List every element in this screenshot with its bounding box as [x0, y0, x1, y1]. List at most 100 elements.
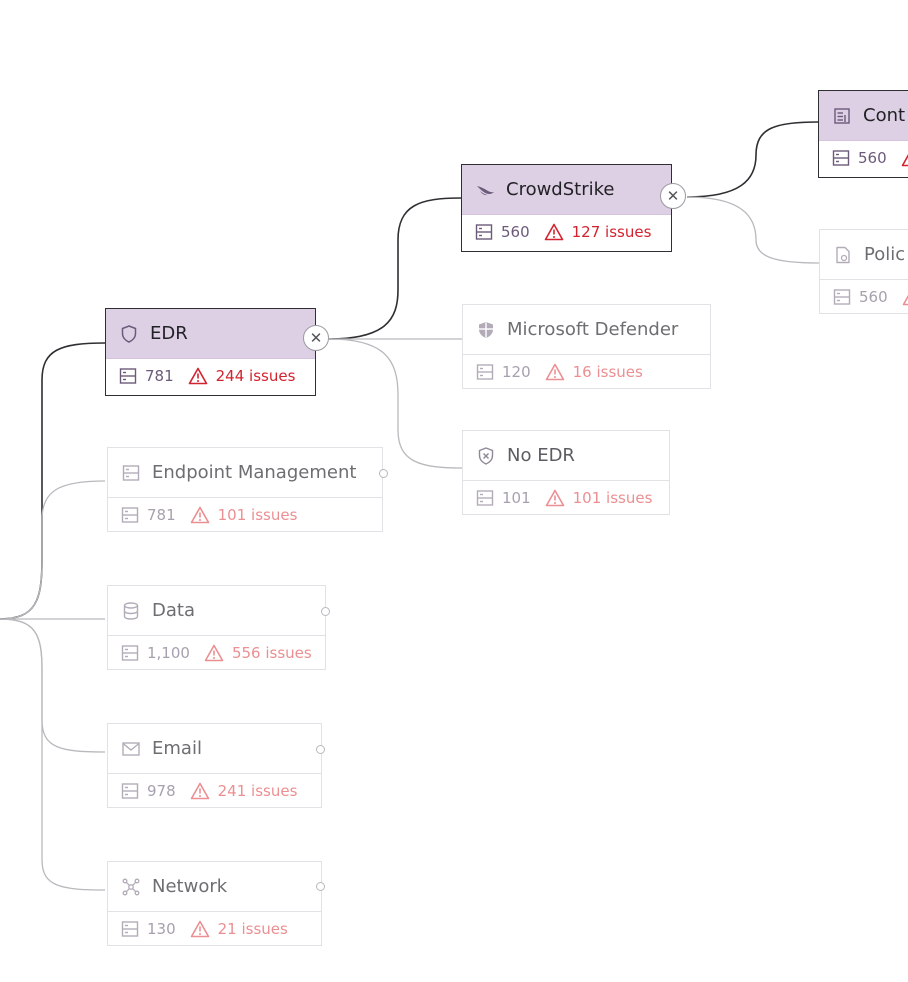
node-header: Network: [108, 862, 321, 912]
warning-icon: [190, 781, 210, 801]
node-endpoint-management[interactable]: Endpoint Management 781 101 issues: [107, 447, 383, 532]
asset-count: 130: [147, 920, 176, 938]
node-network[interactable]: Network 130 21 issues: [107, 861, 322, 946]
server-icon: [832, 149, 850, 167]
asset-count: 978: [147, 782, 176, 800]
shield-x-icon: [476, 446, 496, 466]
expand-port[interactable]: [379, 469, 388, 478]
issue-count[interactable]: 101 issues: [572, 489, 653, 507]
node-edr[interactable]: EDR 781 244 issues: [105, 308, 316, 396]
node-crowdstrike[interactable]: CrowdStrike 560 127 issues: [461, 164, 672, 252]
node-microsoft-defender[interactable]: Microsoft Defender 120 16 issues: [462, 304, 711, 389]
warning-icon: [902, 287, 908, 307]
node-title: Microsoft Defender: [507, 319, 679, 340]
asset-count: 560: [858, 149, 887, 167]
link-root-email: [0, 618, 106, 753]
node-header: Endpoint Management: [108, 448, 382, 498]
expand-port[interactable]: [316, 745, 325, 754]
database-icon: [121, 601, 141, 621]
link-root-endpoint-management: [0, 480, 106, 620]
node-title: Cont: [863, 105, 906, 126]
node-header: Polic: [820, 230, 908, 280]
warning-icon: [204, 643, 224, 663]
node-title: EDR: [150, 323, 188, 344]
server-icon: [476, 489, 494, 507]
issue-count[interactable]: 21 issues: [217, 920, 288, 938]
shield-icon: [119, 324, 139, 344]
issue-count[interactable]: 244 issues: [215, 367, 296, 385]
warning-icon: [188, 366, 208, 386]
link-crowdstrike-cont: [686, 121, 819, 198]
collapse-crowdstrike-button[interactable]: ✕: [660, 183, 686, 209]
asset-count: 101: [502, 489, 531, 507]
node-stats: 560 127 issues: [462, 215, 671, 249]
node-stats: 101 101 issues: [463, 481, 669, 515]
link-crowdstrike-polic: [686, 196, 820, 264]
node-header: Data: [108, 586, 325, 636]
issue-count[interactable]: 241 issues: [217, 782, 298, 800]
warning-icon: [545, 488, 565, 508]
node-header: Email: [108, 724, 321, 774]
server-icon: [121, 506, 139, 524]
node-header: EDR: [106, 309, 315, 359]
node-title: Polic: [864, 244, 906, 265]
server-icon: [476, 363, 494, 381]
node-header: Cont: [819, 91, 908, 141]
list-doc-icon: [832, 106, 852, 126]
node-stats: 781 101 issues: [108, 498, 382, 532]
mail-icon: [121, 739, 141, 759]
warning-icon: [545, 362, 565, 382]
server-icon: [121, 644, 139, 662]
node-email[interactable]: Email 978 241 issues: [107, 723, 322, 808]
node-title: No EDR: [507, 445, 575, 466]
warning-icon: [190, 505, 210, 525]
asset-count: 560: [859, 288, 888, 306]
warning-icon: [190, 919, 210, 939]
issue-count[interactable]: 16 issues: [572, 363, 643, 381]
warning-icon: [544, 222, 564, 242]
node-stats: 978 241 issues: [108, 774, 321, 808]
asset-count: 781: [145, 367, 174, 385]
node-header: No EDR: [463, 431, 669, 481]
server-icon: [475, 223, 493, 241]
node-header: CrowdStrike: [462, 165, 671, 215]
node-stats: 560: [819, 141, 908, 175]
server-icon: [121, 782, 139, 800]
warning-icon: [901, 148, 908, 168]
node-title: Email: [152, 738, 202, 759]
falcon-icon: [475, 180, 495, 200]
asset-count: 120: [502, 363, 531, 381]
expand-port[interactable]: [316, 882, 325, 891]
defender-shield-icon: [476, 320, 496, 340]
server-icon: [121, 463, 141, 483]
link-edr-no-edr: [328, 338, 463, 469]
node-stats: 120 16 issues: [463, 355, 710, 389]
node-no-edr[interactable]: No EDR 101 101 issues: [462, 430, 670, 515]
node-title: Data: [152, 600, 195, 621]
collapse-edr-button[interactable]: ✕: [303, 325, 329, 351]
link-root-network: [0, 618, 106, 891]
server-icon: [121, 920, 139, 938]
node-title: CrowdStrike: [506, 179, 615, 200]
node-header: Microsoft Defender: [463, 305, 710, 355]
link-edr-crowdstrike: [328, 197, 462, 340]
node-stats: 781 244 issues: [106, 359, 315, 393]
node-stats: 560: [820, 280, 908, 314]
node-cont[interactable]: Cont 560: [818, 90, 908, 178]
asset-count: 1,100: [147, 644, 190, 662]
node-data[interactable]: Data 1,100 556 issues: [107, 585, 326, 670]
expand-port[interactable]: [321, 607, 330, 616]
node-stats: 1,100 556 issues: [108, 636, 325, 670]
network-icon: [121, 877, 141, 897]
doc-gear-icon: [833, 245, 853, 265]
issue-count[interactable]: 127 issues: [571, 223, 652, 241]
asset-count: 781: [147, 506, 176, 524]
issue-count[interactable]: 101 issues: [217, 506, 298, 524]
server-icon: [833, 288, 851, 306]
node-polic[interactable]: Polic 560: [819, 229, 908, 314]
node-title: Endpoint Management: [152, 462, 357, 483]
issue-count[interactable]: 556 issues: [231, 644, 312, 662]
node-title: Network: [152, 876, 228, 897]
